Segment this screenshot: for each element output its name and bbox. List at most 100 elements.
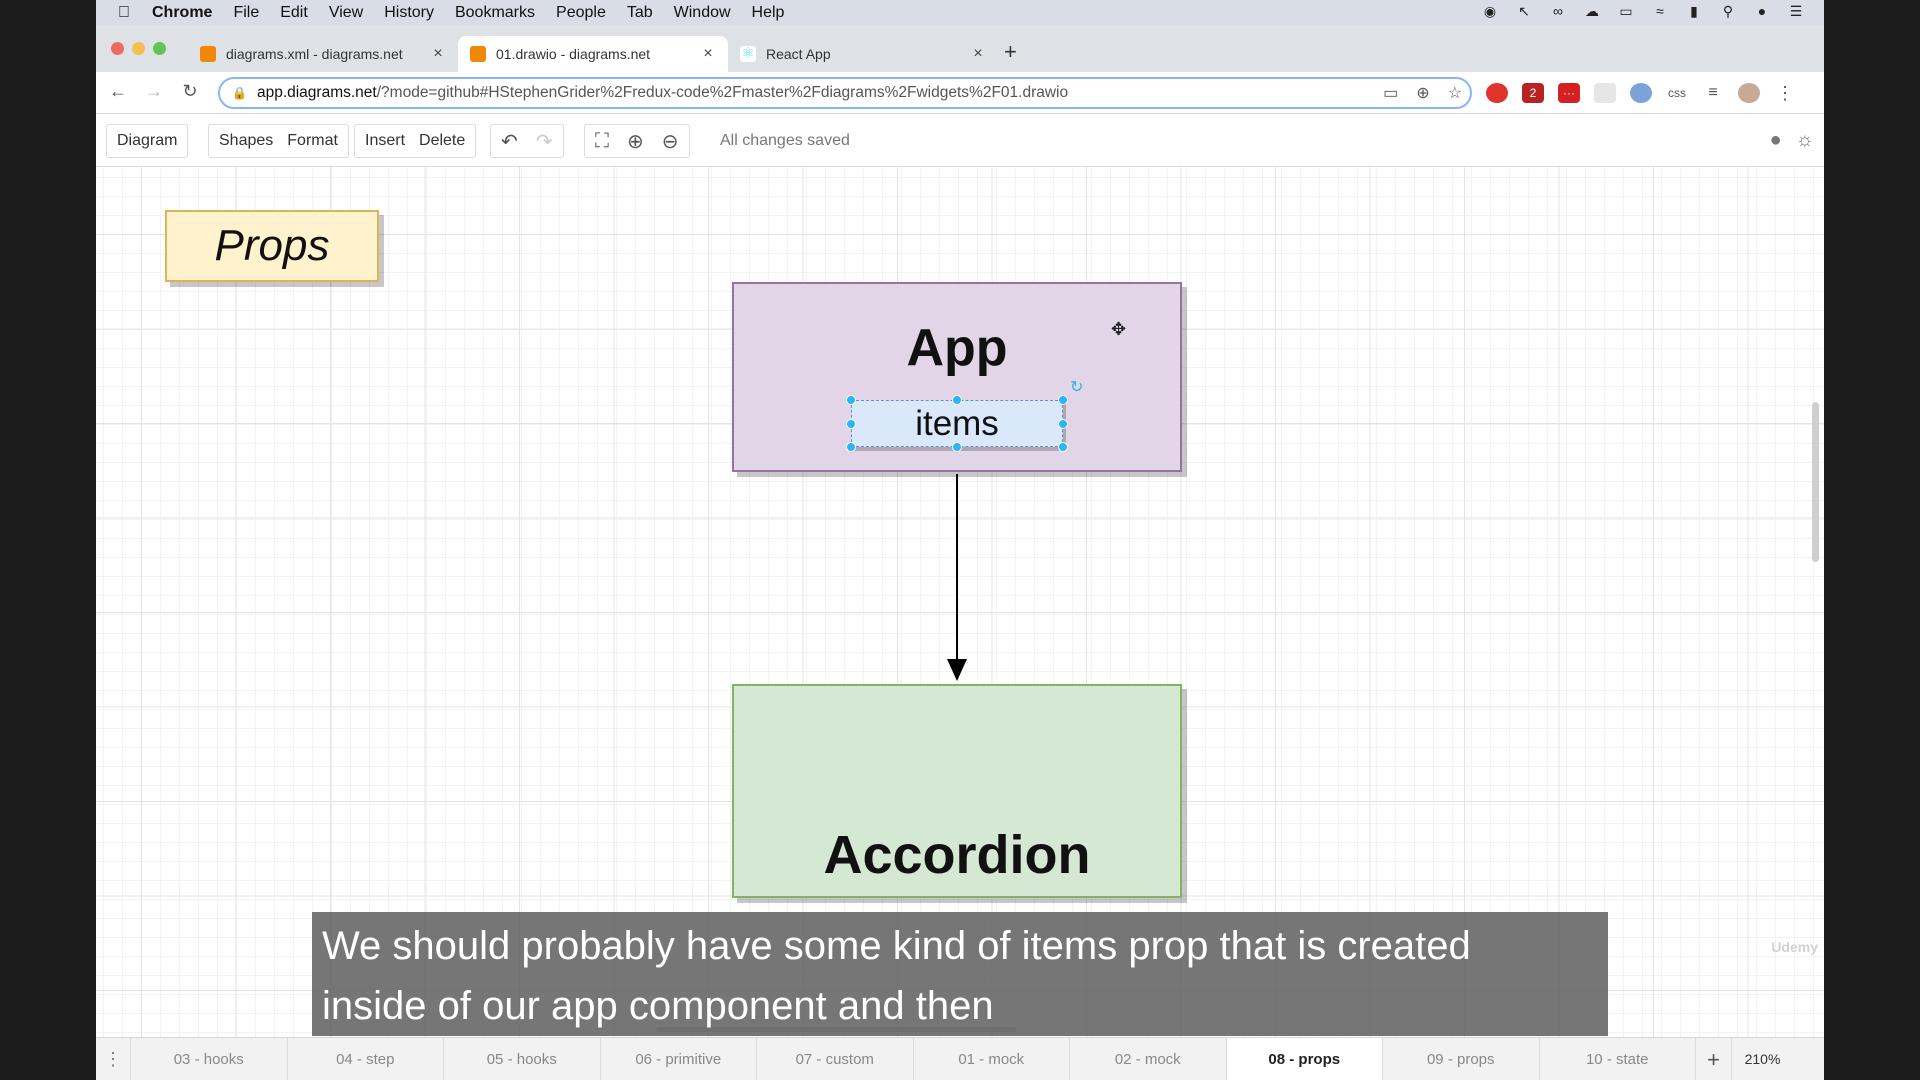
menu-window[interactable]: Window (673, 3, 731, 21)
menu-help[interactable]: Help (751, 3, 785, 21)
menu-history[interactable]: History (384, 3, 434, 21)
undo-icon[interactable]: ↶ (501, 130, 518, 153)
browser-tab-react-app[interactable]: ⚛ React App × (728, 36, 998, 72)
connector-edge[interactable] (956, 474, 958, 664)
extension-blue-icon[interactable] (1630, 83, 1652, 103)
lock-icon[interactable]: 🔒 (232, 86, 247, 100)
menu-app-name[interactable]: Chrome (152, 3, 213, 21)
tab-title: 01.drawio - diagrams.net (496, 46, 651, 62)
forward-icon[interactable]: → (145, 81, 163, 101)
page-tab-active[interactable]: 08 - props (1225, 1037, 1382, 1080)
insert-button[interactable]: Insert (365, 132, 406, 149)
resize-handle[interactable] (1058, 395, 1068, 405)
chrome-menu-icon[interactable]: ⋮ (1774, 83, 1796, 103)
rotate-handle-icon[interactable]: ↻ (1070, 379, 1084, 396)
page-tab[interactable]: 09 - props (1382, 1037, 1539, 1080)
glasses-icon[interactable]: ∞ (1553, 3, 1563, 19)
wifi-icon[interactable]: ≈ (1656, 3, 1664, 19)
drawio-icon (470, 46, 486, 62)
close-tab-icon[interactable]: × (433, 45, 443, 62)
udemy-watermark: Udemy (1771, 939, 1818, 955)
extensions-area: 2 ··· css ≡ ⋮ (1486, 83, 1796, 103)
zoom-in-icon[interactable]: ⊕ (627, 130, 644, 153)
install-icon[interactable]: ⊕ (1416, 85, 1430, 102)
page-tab[interactable]: 05 - hooks (443, 1037, 600, 1080)
menu-edit[interactable]: Edit (280, 3, 308, 21)
siri-icon[interactable]: ● (1757, 3, 1767, 19)
props-label-shape[interactable]: Props (165, 210, 379, 282)
redo-icon[interactable]: ↷ (535, 130, 553, 153)
menu-bookmarks[interactable]: Bookmarks (454, 3, 536, 21)
items-prop-shape[interactable]: items (851, 400, 1063, 447)
browser-tab-01-drawio[interactable]: 01.drawio - diagrams.net × (458, 36, 728, 72)
extension-lastpass-icon[interactable]: ··· (1558, 83, 1580, 103)
close-window-button[interactable] (111, 42, 124, 55)
resize-handle[interactable] (952, 395, 962, 405)
page-tab[interactable]: 06 - primitive (599, 1037, 757, 1080)
diagram-canvas[interactable]: Props App items ↻ ✥ Accordion Udemy (96, 167, 1824, 1037)
menu-view[interactable]: View (328, 3, 364, 21)
resize-handle[interactable] (1058, 442, 1068, 452)
resize-handle[interactable] (846, 442, 856, 452)
tab-title: React App (766, 46, 831, 62)
vertical-scrollbar[interactable] (1812, 402, 1819, 562)
resize-handle[interactable] (1058, 419, 1068, 429)
apple-icon[interactable]:  (118, 4, 138, 22)
fullscreen-icon[interactable]: ⛶ (595, 129, 609, 152)
format-button[interactable]: Format (287, 132, 338, 149)
extension-grey-icon[interactable] (1594, 83, 1616, 103)
resize-handle[interactable] (846, 395, 856, 405)
menu-tab[interactable]: Tab (626, 3, 653, 21)
cast-icon[interactable]: ▭ (1383, 85, 1399, 102)
browser-tab-diagrams-xml[interactable]: diagrams.xml - diagrams.net × (188, 36, 458, 72)
zoom-level[interactable]: 210% (1731, 1037, 1793, 1080)
add-page-icon[interactable]: + (1695, 1037, 1731, 1080)
page-tab[interactable]: 04 - step (286, 1037, 444, 1080)
tab-title: diagrams.xml - diagrams.net (226, 46, 403, 62)
page-tab[interactable]: 10 - state (1538, 1037, 1696, 1080)
spotlight-search-icon[interactable]: ⚲ (1722, 3, 1734, 19)
address-bar[interactable]: 🔒 app.diagrams.net /?mode=github#HStephe… (218, 77, 1472, 109)
page-tab[interactable]: 01 - mock (912, 1037, 1070, 1080)
reload-icon[interactable]: ↻ (182, 81, 198, 101)
page-tab[interactable]: 02 - mock (1069, 1037, 1226, 1080)
page-tab[interactable]: 07 - custom (756, 1037, 913, 1080)
menu-file[interactable]: File (233, 3, 260, 21)
accordion-label-text: Accordion (823, 825, 1091, 885)
extension-shield-icon[interactable]: 2 (1522, 83, 1544, 103)
shapes-button[interactable]: Shapes (219, 132, 274, 149)
new-tab-icon[interactable]: + (1004, 39, 1017, 64)
battery-icon[interactable]: ▮ (1690, 3, 1698, 19)
drawio-toolbar: Diagram Shapes Format Insert Delete ↶ ↷ … (96, 115, 1824, 167)
zoom-window-button[interactable] (153, 42, 166, 55)
record-icon[interactable]: ◉ (1483, 3, 1497, 19)
accordion-component-shape[interactable]: Accordion (732, 684, 1182, 898)
user-icon[interactable]: ● (1769, 129, 1782, 151)
pages-menu-icon[interactable]: ⋮ (104, 1048, 122, 1069)
profile-avatar[interactable] (1738, 83, 1760, 103)
resize-handle[interactable] (952, 442, 962, 452)
diagram-menu[interactable]: Diagram (117, 132, 178, 149)
bookmark-star-icon[interactable]: ☆ (1447, 85, 1462, 102)
extension-css-icon[interactable]: css (1666, 83, 1688, 103)
extension-red-icon[interactable] (1486, 83, 1508, 103)
left-letterbox (0, 0, 96, 1080)
delete-button[interactable]: Delete (419, 132, 466, 149)
back-icon[interactable]: ← (109, 81, 127, 101)
cursor-icon[interactable]: ↖ (1518, 3, 1530, 19)
display-icon[interactable]: ▭ (1619, 3, 1633, 19)
page-tab[interactable]: 03 - hooks (130, 1037, 287, 1080)
close-tab-icon[interactable]: × (973, 45, 983, 62)
url-host: app.diagrams.net (256, 84, 377, 101)
notification-center-icon[interactable]: ☰ (1789, 3, 1803, 19)
minimize-window-button[interactable] (132, 42, 145, 55)
close-tab-icon[interactable]: × (703, 45, 713, 62)
zoom-out-icon[interactable]: ⊖ (661, 130, 679, 153)
diagram-menu-group: Diagram (106, 124, 189, 158)
media-playlist-icon[interactable]: ≡ (1702, 83, 1724, 103)
language-globe-icon[interactable]: ☼ (1795, 129, 1814, 151)
resize-handle[interactable] (846, 419, 856, 429)
cloud-icon[interactable]: ☁ (1585, 3, 1599, 19)
browser-toolbar: ← → ↻ 🔒 app.diagrams.net /?mode=github#H… (96, 72, 1824, 114)
menu-people[interactable]: People (556, 3, 606, 21)
